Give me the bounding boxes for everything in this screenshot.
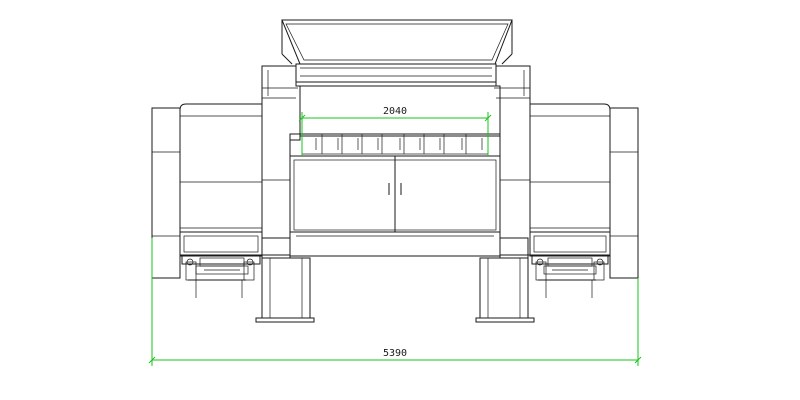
left-leg	[255, 237, 315, 323]
right-gearbox	[529, 103, 639, 298]
dimension-inner-width-label: 2040	[383, 106, 407, 117]
dimension-inner-width: 2040	[298, 106, 492, 156]
right-leg	[475, 237, 535, 323]
dimension-overall-width: 5390	[148, 238, 642, 366]
dimension-overall-width-label: 5390	[383, 348, 407, 359]
feed-hopper	[281, 19, 513, 83]
shredder-body	[261, 65, 531, 257]
left-gearbox	[151, 103, 263, 298]
